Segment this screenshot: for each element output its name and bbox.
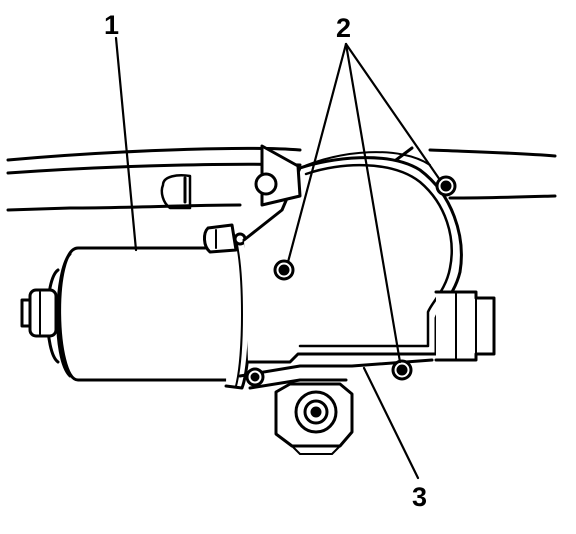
mounting-bracket <box>238 358 434 390</box>
electrical-connector <box>434 290 496 362</box>
bolt-bottom <box>391 359 413 381</box>
callout-3: 3 <box>412 482 428 512</box>
leader-2a <box>286 42 348 264</box>
leader-1 <box>114 36 138 252</box>
leader-lines <box>114 36 442 480</box>
callout-2: 2 <box>336 13 352 43</box>
bolt-left <box>273 259 295 281</box>
leader-2b <box>344 42 442 182</box>
crank-mount <box>274 382 354 455</box>
leader-3 <box>362 366 420 480</box>
bolt-top-right <box>435 175 457 197</box>
leader-2c <box>344 42 402 364</box>
mounting-bolts <box>273 175 457 381</box>
callout-1: 1 <box>104 10 120 40</box>
motor-housing <box>20 246 245 382</box>
